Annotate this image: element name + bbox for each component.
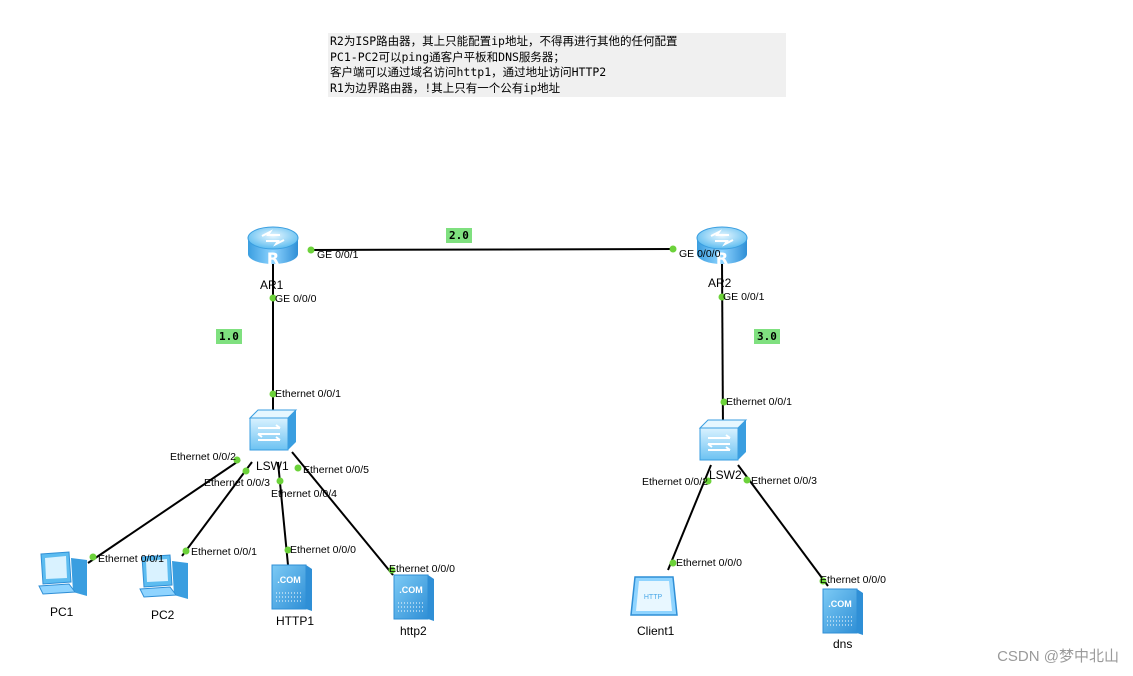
port-label: GE 0/0/1 xyxy=(317,249,359,261)
network-label-ar2-lsw2: 3.0 xyxy=(754,329,780,344)
link-lsw1-pc2[interactable] xyxy=(181,461,253,557)
port-dot xyxy=(276,477,284,485)
port-dot xyxy=(294,464,302,472)
port-dots xyxy=(89,245,827,585)
server-icon-text: .COM xyxy=(828,599,852,609)
links xyxy=(87,248,829,587)
device-label-client1: Client1 xyxy=(637,624,675,638)
port-dot xyxy=(669,245,677,253)
device-label-ar2: AR2 xyxy=(708,276,732,290)
watermark: CSDN @梦中北山 xyxy=(997,648,1119,665)
router-icon[interactable]: R xyxy=(247,226,299,268)
link-lsw1-pc1[interactable] xyxy=(87,459,241,564)
port-label: Ethernet 0/0/1 xyxy=(275,388,341,400)
device-label-http1: HTTP1 xyxy=(276,614,315,628)
link-lsw2-dns[interactable] xyxy=(737,464,829,587)
device-label-http2: http2 xyxy=(400,624,427,638)
network-label-ar1-lsw1: 1.0 xyxy=(216,329,242,344)
port-label: Ethernet 0/0/0 xyxy=(676,557,742,569)
network-label-ar1-ar2: 2.0 xyxy=(446,228,472,243)
port-label: Ethernet 0/0/5 xyxy=(303,464,369,476)
switch-icon[interactable] xyxy=(698,419,748,461)
port-label: Ethernet 0/0/1 xyxy=(191,546,257,558)
server-icon[interactable]: .COM xyxy=(393,574,434,621)
device-label-lsw1: LSW1 xyxy=(256,459,289,473)
port-label: GE 0/0/1 xyxy=(723,291,765,303)
pc-icon[interactable] xyxy=(38,551,87,596)
port-dot xyxy=(718,293,726,301)
device-label-lsw2: LSW2 xyxy=(709,468,742,482)
device-label-ar1: AR1 xyxy=(260,278,284,292)
link-lsw1-http2[interactable] xyxy=(291,451,394,576)
requirements-note: R2为ISP路由器，其上只能配置ip地址，不得再进行其他的任何配置 PC1-PC… xyxy=(328,33,786,97)
port-dot xyxy=(743,476,751,484)
server-icon-text: .COM xyxy=(277,575,301,585)
port-label: Ethernet 0/0/1 xyxy=(726,396,792,408)
server-icon[interactable]: .COM xyxy=(822,588,863,635)
note-line: PC1-PC2可以ping通客户平板和DNS服务器； xyxy=(330,49,565,64)
switch-icon[interactable] xyxy=(248,409,298,451)
port-label: Ethernet 0/0/0 xyxy=(820,574,886,586)
port-dot xyxy=(819,577,827,585)
port-dot xyxy=(269,294,277,302)
port-dot xyxy=(182,547,190,555)
device-label-pc1: PC1 xyxy=(50,605,74,619)
svg-text:R: R xyxy=(267,249,279,268)
note-line: 客户端可以通过域名访问http1，通过地址访问HTTP2 xyxy=(330,65,607,79)
link-ar1-ar2[interactable] xyxy=(310,248,674,251)
port-label: Ethernet 0/0/2 xyxy=(170,451,236,463)
svg-text:R: R xyxy=(716,249,728,268)
client-icon-text: HTTP xyxy=(644,594,663,601)
note-line: R2为ISP路由器，其上只能配置ip地址，不得再进行其他的任何配置 xyxy=(330,34,678,48)
server-icon-text: .COM xyxy=(399,585,423,595)
device-label-pc2: PC2 xyxy=(151,608,175,622)
port-dot xyxy=(269,390,277,398)
port-label: Ethernet 0/0/2 xyxy=(642,476,708,488)
port-label: Ethernet 0/0/4 xyxy=(271,488,337,500)
link-lsw2-client1[interactable] xyxy=(667,464,712,571)
port-dot xyxy=(242,467,250,475)
port-label: Ethernet 0/0/3 xyxy=(204,477,270,489)
note-line: R1为边界路由器，!其上只有一个公有ip地址 xyxy=(330,80,561,95)
port-label: Ethernet 0/0/0 xyxy=(290,544,356,556)
port-dot xyxy=(704,477,712,485)
port-dot xyxy=(669,559,677,567)
router-icon[interactable]: R xyxy=(696,226,748,268)
port-label: GE 0/0/0 xyxy=(275,293,317,305)
port-label: Ethernet 0/0/1 xyxy=(98,553,164,565)
port-dot xyxy=(720,398,728,406)
port-dot xyxy=(233,456,241,464)
port-label: Ethernet 0/0/0 xyxy=(389,563,455,575)
port-label: GE 0/0/0 xyxy=(679,248,721,260)
pc-icon[interactable] xyxy=(139,554,188,599)
device-label-dns: dns xyxy=(833,637,853,651)
server-icon[interactable]: .COM xyxy=(271,564,312,611)
port-dot xyxy=(284,546,292,554)
port-label: Ethernet 0/0/3 xyxy=(751,475,817,487)
port-dot xyxy=(307,246,315,254)
client-icon[interactable]: HTTP xyxy=(630,576,678,616)
port-dot xyxy=(89,553,97,561)
port-dot xyxy=(388,566,396,574)
